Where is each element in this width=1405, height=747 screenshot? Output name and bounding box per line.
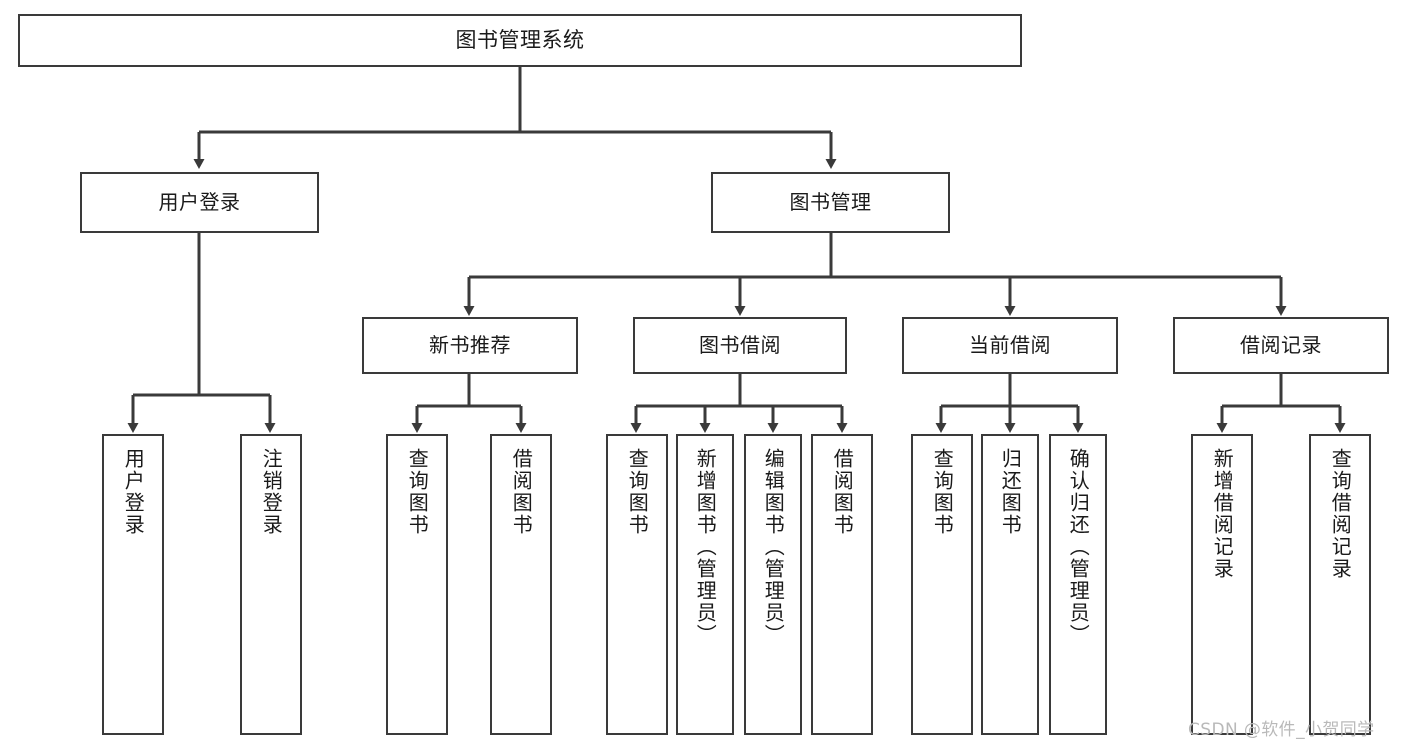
node-leaf-query-record[interactable]: 查询借阅记录 (1309, 434, 1371, 735)
node-leaf-user-login[interactable]: 用户登录 (102, 434, 164, 735)
node-new-book-recommend-label: 新书推荐 (429, 332, 511, 357)
node-leaf-user-login-label: 用户登录 (121, 448, 146, 536)
node-leaf-add-book[interactable]: 新增图书（管理员） (676, 434, 734, 735)
node-current-borrow[interactable]: 当前借阅 (902, 317, 1118, 374)
node-borrow-record[interactable]: 借阅记录 (1173, 317, 1389, 374)
node-book-borrow[interactable]: 图书借阅 (633, 317, 847, 374)
node-leaf-query-book-2-label: 查询图书 (625, 448, 650, 536)
node-leaf-logout[interactable]: 注销登录 (240, 434, 302, 735)
csdn-watermark: CSDN @软件_小贺同学 (1188, 720, 1375, 740)
node-leaf-confirm-return[interactable]: 确认归还（管理员） (1049, 434, 1107, 735)
node-leaf-edit-book-label: 编辑图书（管理员） (761, 448, 786, 646)
node-borrow-record-label: 借阅记录 (1240, 332, 1322, 357)
node-leaf-query-book-3-label: 查询图书 (930, 448, 955, 536)
node-book-borrow-label: 图书借阅 (699, 332, 781, 357)
node-leaf-query-book-1-label: 查询图书 (405, 448, 430, 536)
node-leaf-borrow-book-2-label: 借阅图书 (830, 448, 855, 536)
node-root-label: 图书管理系统 (455, 28, 585, 53)
node-leaf-add-book-label: 新增图书（管理员） (693, 448, 718, 646)
node-leaf-edit-book[interactable]: 编辑图书（管理员） (744, 434, 802, 735)
node-book-management[interactable]: 图书管理 (711, 172, 950, 233)
node-leaf-query-book-3[interactable]: 查询图书 (911, 434, 973, 735)
node-new-book-recommend[interactable]: 新书推荐 (362, 317, 578, 374)
node-current-borrow-label: 当前借阅 (969, 332, 1051, 357)
node-leaf-query-record-label: 查询借阅记录 (1328, 448, 1353, 580)
node-leaf-logout-label: 注销登录 (259, 448, 284, 536)
node-leaf-add-record[interactable]: 新增借阅记录 (1191, 434, 1253, 735)
node-book-management-label: 图书管理 (789, 189, 872, 214)
node-leaf-return-book-label: 归还图书 (998, 448, 1023, 536)
node-user-login[interactable]: 用户登录 (80, 172, 319, 233)
node-leaf-borrow-book-1[interactable]: 借阅图书 (490, 434, 552, 735)
node-leaf-confirm-return-label: 确认归还（管理员） (1066, 448, 1091, 646)
node-user-login-label: 用户登录 (158, 189, 241, 214)
node-leaf-query-book-1[interactable]: 查询图书 (386, 434, 448, 735)
node-leaf-return-book[interactable]: 归还图书 (981, 434, 1039, 735)
node-leaf-borrow-book-1-label: 借阅图书 (509, 448, 534, 536)
node-leaf-query-book-2[interactable]: 查询图书 (606, 434, 668, 735)
node-leaf-borrow-book-2[interactable]: 借阅图书 (811, 434, 873, 735)
node-root[interactable]: 图书管理系统 (18, 14, 1022, 67)
node-leaf-add-record-label: 新增借阅记录 (1210, 448, 1235, 580)
